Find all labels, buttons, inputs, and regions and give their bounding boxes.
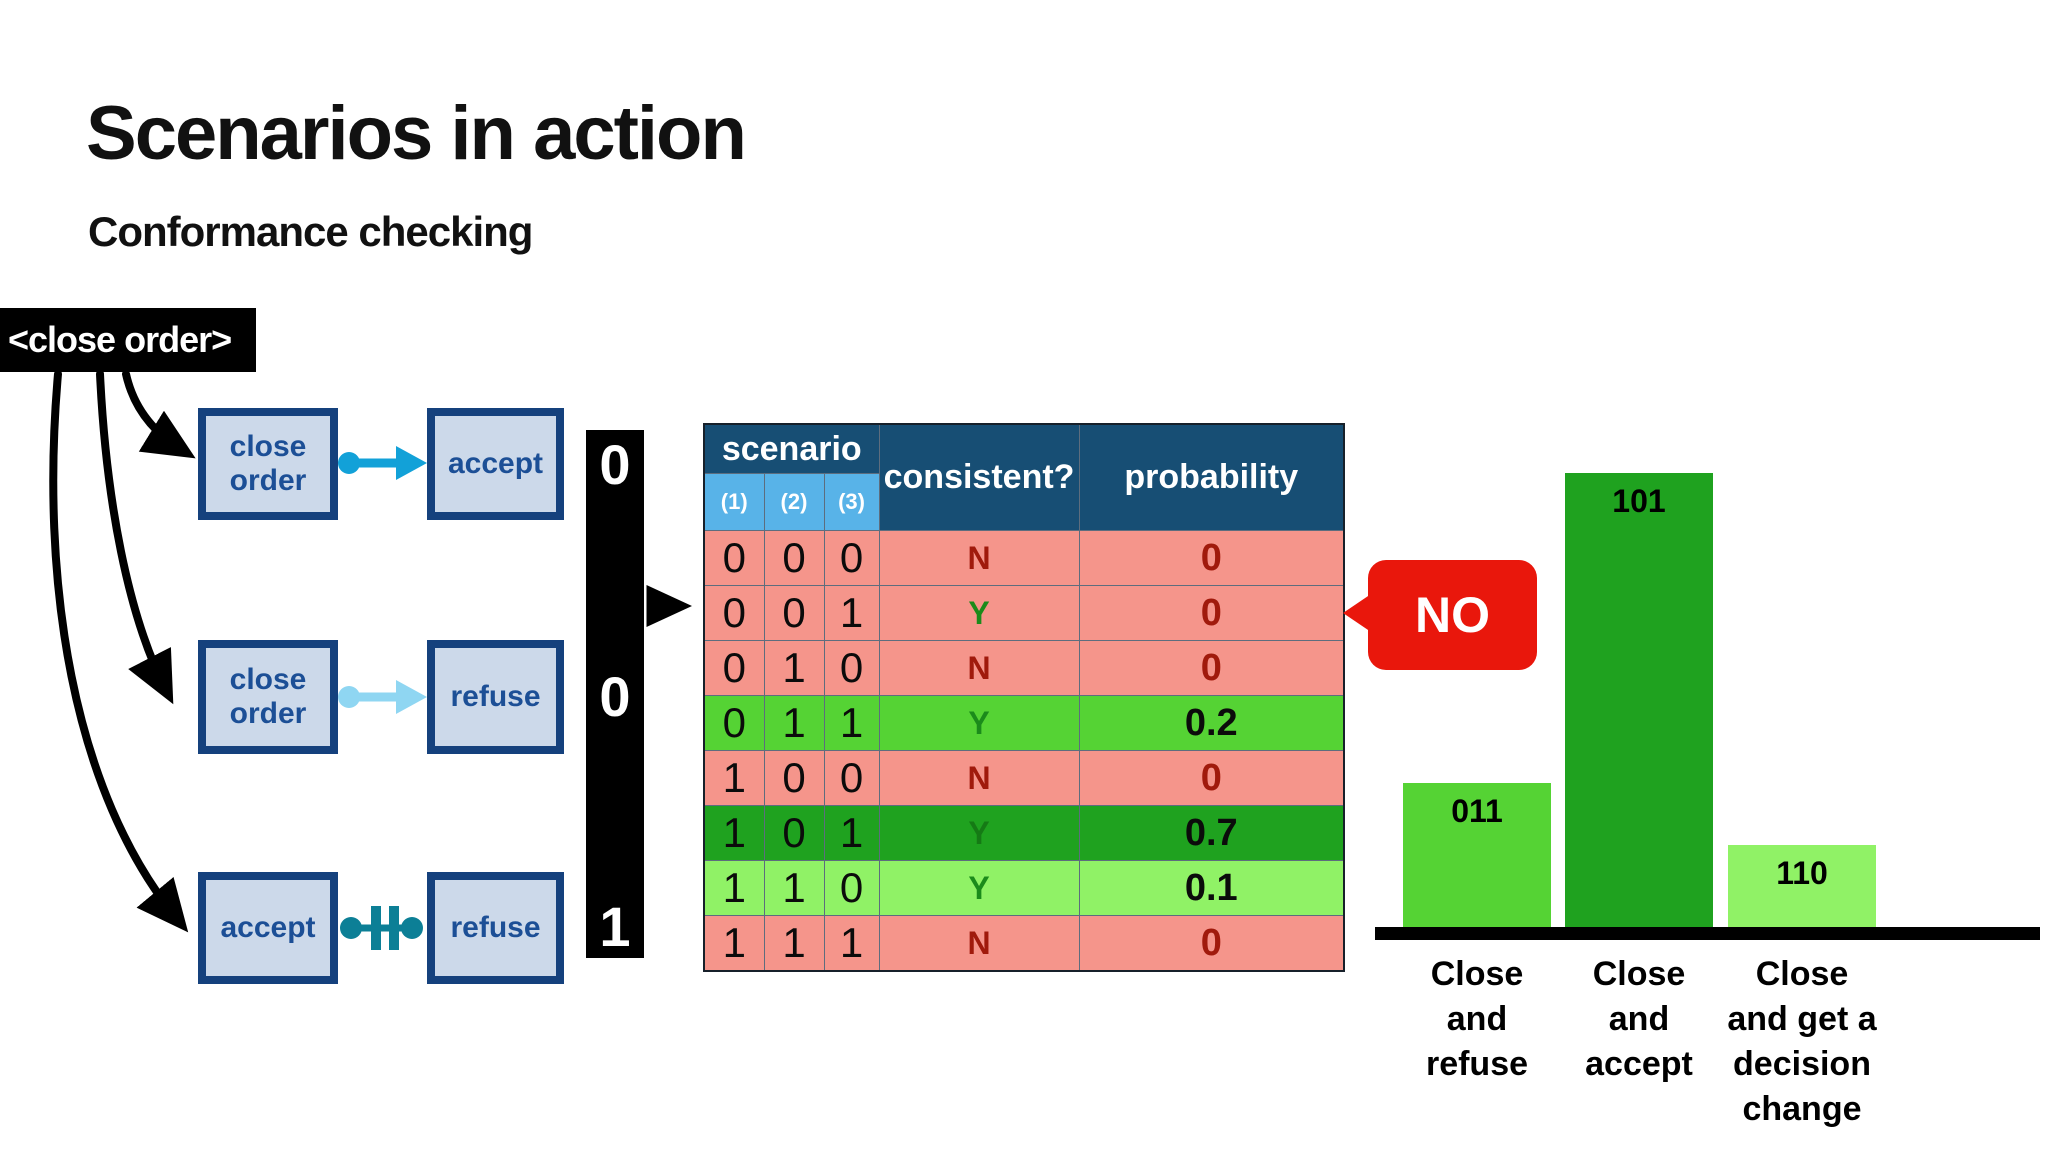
probability-cell: 0.1 bbox=[1078, 860, 1345, 916]
consistent-cell: N bbox=[878, 640, 1080, 696]
scenario-bit-cell: 0 bbox=[703, 585, 765, 641]
axis-category-label: Close and refuse bbox=[1425, 955, 1529, 1083]
table-header-scenario: scenario bbox=[703, 423, 880, 474]
axis-category-label: Close and accept bbox=[1585, 955, 1693, 1083]
bar-value-label: 011 bbox=[1451, 793, 1503, 829]
scenario-bit-cell: 0 bbox=[823, 750, 880, 806]
scenario-bit-cell: 1 bbox=[823, 695, 880, 751]
scenario-bit-cell: 1 bbox=[823, 805, 880, 861]
observed-trace-bar bbox=[586, 430, 644, 958]
scenario-bit-cell: 1 bbox=[763, 915, 825, 972]
probability-cell: 0.2 bbox=[1078, 695, 1345, 751]
scenario2-left-label: close order bbox=[229, 662, 307, 731]
page-subtitle: Conformance checking bbox=[88, 208, 533, 255]
trace-arrow-scenario1-icon bbox=[122, 370, 196, 459]
trace-event-tag: <close order> bbox=[0, 308, 256, 372]
trace-arrow-scenario2-icon bbox=[96, 370, 174, 705]
scenario-bit-cell: 0 bbox=[823, 640, 880, 696]
probability-cell: 0 bbox=[1078, 640, 1345, 696]
table-subheader-2: (2) bbox=[763, 473, 825, 531]
observed-bit-1: 0 bbox=[599, 433, 631, 496]
table-header-consistent: consistent? bbox=[878, 423, 1080, 531]
scenario-bit-cell: 0 bbox=[823, 860, 880, 916]
scenario-bit-cell: 1 bbox=[703, 805, 765, 861]
scenario-bit-cell: 0 bbox=[763, 805, 825, 861]
scenario-bit-cell: 1 bbox=[703, 750, 765, 806]
bar: 110 bbox=[1728, 845, 1876, 927]
consistent-cell: Y bbox=[878, 860, 1080, 916]
scenario-bit-cell: 1 bbox=[763, 640, 825, 696]
weak-response-arrow-icon bbox=[338, 680, 427, 714]
scenario-bit-cell: 1 bbox=[823, 915, 880, 972]
scenario3-left-box: accept bbox=[198, 872, 338, 984]
scenario2-left-box: close order bbox=[198, 640, 338, 754]
bar: 011 bbox=[1403, 783, 1551, 927]
scenario-bit-cell: 0 bbox=[763, 530, 825, 586]
trace-event-tag-label: <close order> bbox=[8, 319, 232, 360]
scenario1-right-box: accept bbox=[427, 408, 564, 520]
scenario3-right-label: refuse bbox=[450, 910, 541, 944]
bar-value-label: 101 bbox=[1612, 483, 1666, 519]
scenario3-right-box: refuse bbox=[427, 872, 564, 984]
scenario-bit-cell: 0 bbox=[763, 585, 825, 641]
scenario2-right-box: refuse bbox=[427, 640, 564, 754]
response-arrow-icon bbox=[338, 446, 427, 480]
scenario-bit-cell: 1 bbox=[703, 915, 765, 972]
page-title: Scenarios in action bbox=[86, 91, 747, 176]
probability-cell: 0 bbox=[1078, 530, 1345, 586]
scenario-bit-cell: 0 bbox=[703, 640, 765, 696]
scenario-bit-cell: 0 bbox=[703, 530, 765, 586]
no-callout-label: NO bbox=[1415, 587, 1490, 643]
axis-category-label: Close and get a decision change bbox=[1727, 955, 1877, 1128]
chart-x-axis bbox=[1375, 927, 2040, 940]
scenario-bit-cell: 1 bbox=[763, 695, 825, 751]
consistent-cell: Y bbox=[878, 585, 1080, 641]
probability-cell: 0 bbox=[1078, 915, 1345, 972]
probability-cell: 0 bbox=[1078, 585, 1345, 641]
no-callout: NO bbox=[1368, 560, 1537, 670]
scenario-bit-cell: 0 bbox=[823, 530, 880, 586]
scenario1-right-label: accept bbox=[447, 446, 544, 480]
trace-arrow-scenario3-icon bbox=[49, 370, 189, 933]
table-subheader-1: (1) bbox=[703, 473, 765, 531]
observed-bit-2: 0 bbox=[599, 665, 631, 728]
table-header-probability: probability bbox=[1078, 423, 1345, 531]
conflict-link-icon bbox=[340, 906, 423, 950]
consistent-cell: Y bbox=[878, 695, 1080, 751]
consistent-cell: Y bbox=[878, 805, 1080, 861]
scenario-bit-cell: 0 bbox=[703, 695, 765, 751]
scenario-bit-cell: 1 bbox=[763, 860, 825, 916]
scenario-table: scenario consistent? probability (1) (2)… bbox=[703, 423, 1346, 972]
scenario2-right-label: refuse bbox=[450, 679, 541, 713]
scenario1-left-label: close order bbox=[229, 429, 307, 498]
scenario-table-head: scenario consistent? probability (1) (2)… bbox=[703, 423, 1345, 531]
probability-cell: 0 bbox=[1078, 750, 1345, 806]
probability-cell: 0.7 bbox=[1078, 805, 1345, 861]
scenario-bit-cell: 0 bbox=[763, 750, 825, 806]
bar-value-label: 110 bbox=[1776, 855, 1828, 891]
scenario1-left-box: close order bbox=[198, 408, 338, 520]
scenario3-left-label: accept bbox=[220, 910, 316, 944]
consistent-cell: N bbox=[878, 750, 1080, 806]
observed-bit-3: 1 bbox=[599, 895, 631, 958]
scenario-bit-cell: 1 bbox=[703, 860, 765, 916]
consistent-cell: N bbox=[878, 915, 1080, 972]
consistent-cell: N bbox=[878, 530, 1080, 586]
table-subheader-3: (3) bbox=[823, 473, 880, 531]
scenario-bit-cell: 1 bbox=[823, 585, 880, 641]
bar: 101 bbox=[1565, 473, 1713, 927]
